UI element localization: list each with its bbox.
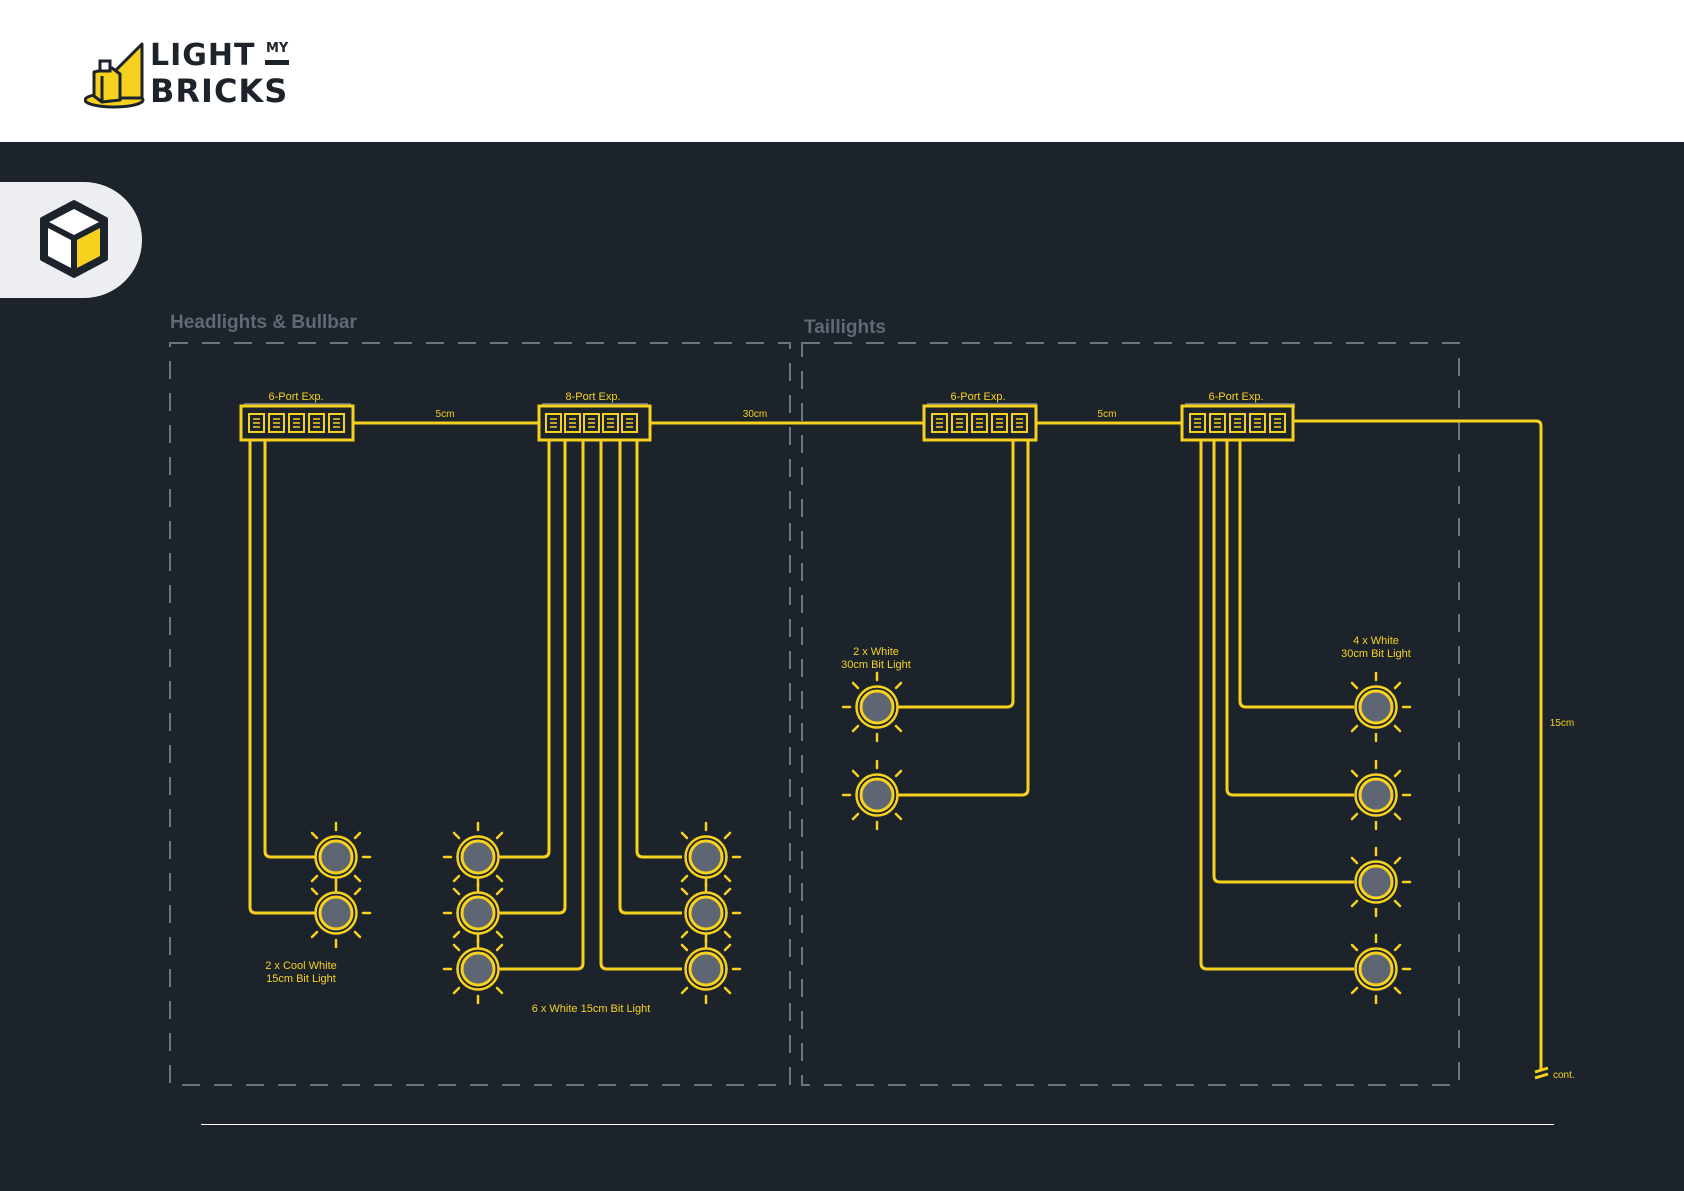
cable-length-label: 15cm xyxy=(1550,718,1574,729)
expander-label: 6-Port Exp. xyxy=(950,391,1005,403)
cable-length-label: 30cm xyxy=(743,409,767,420)
light-group-label: 30cm Bit Light xyxy=(1341,648,1411,660)
expander-8port[interactable] xyxy=(539,403,650,440)
branch-cables-8port xyxy=(498,440,682,969)
continuation-marker xyxy=(1535,1068,1548,1078)
light-group-label: 2 x Cool White xyxy=(265,960,337,972)
cable-length-label: 5cm xyxy=(1098,409,1117,420)
cable-length-label: 5cm xyxy=(436,409,455,420)
light-group-label: 30cm Bit Light xyxy=(841,659,911,671)
section-title-taillights: Taillights xyxy=(804,317,886,338)
expander-taillights-6port-b[interactable] xyxy=(1182,403,1295,440)
branch-cables-taillights-6port-a xyxy=(898,440,1028,795)
light-group-label: 2 x White xyxy=(853,646,899,658)
expander-headlights-6port[interactable] xyxy=(241,403,353,440)
footer-divider xyxy=(201,1124,1554,1125)
light-group-label: 15cm Bit Light xyxy=(266,973,336,985)
branch-cables-headlights-6port xyxy=(250,440,316,913)
section-title-headlights: Headlights & Bullbar xyxy=(170,312,357,333)
light-group-label: 4 x White xyxy=(1353,635,1399,647)
expander-label: 6-Port Exp. xyxy=(1208,391,1263,403)
continuation-label: cont. xyxy=(1553,1070,1575,1081)
light-group-label: 6 x White 15cm Bit Light xyxy=(532,1003,651,1015)
branch-cables-taillights-6port-b xyxy=(1201,440,1354,969)
expander-taillights-6port-a[interactable] xyxy=(924,403,1037,440)
expander-label: 6-Port Exp. xyxy=(268,391,323,403)
expander-label: 8-Port Exp. xyxy=(565,391,620,403)
